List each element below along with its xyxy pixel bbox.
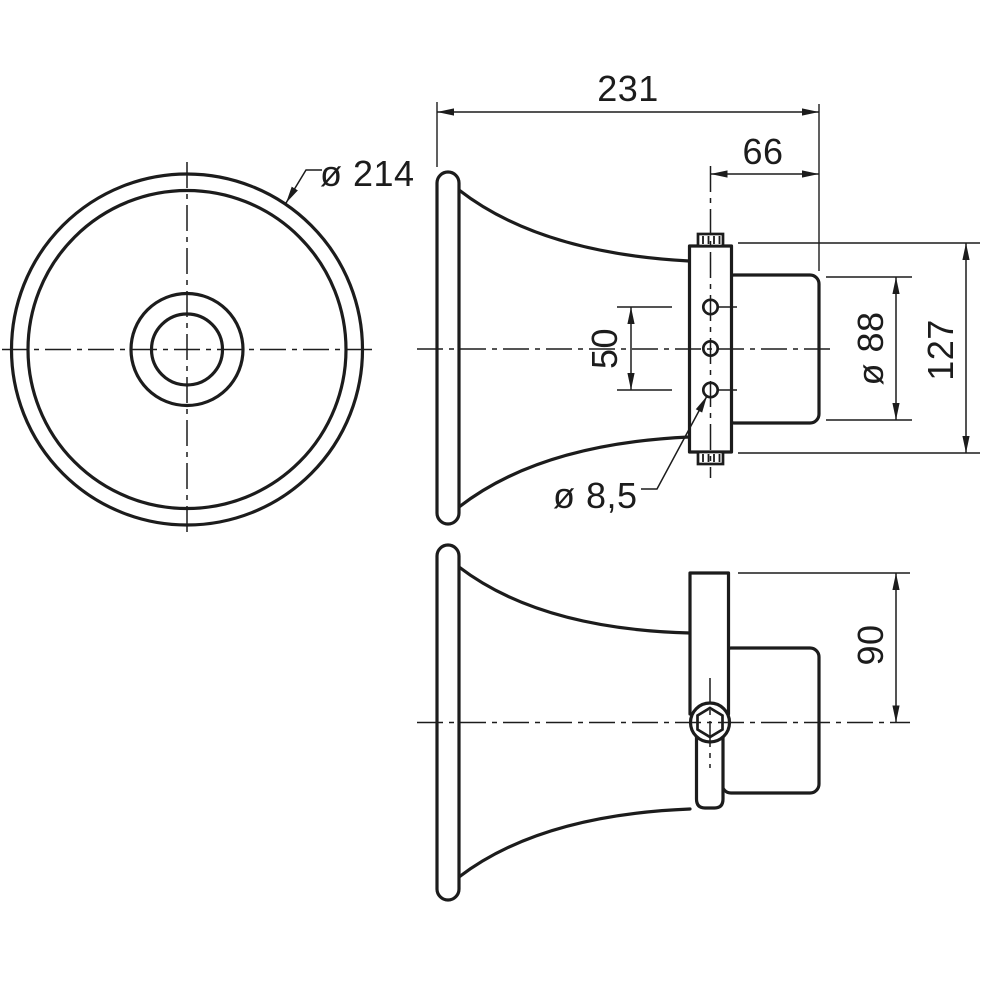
horn-bell-bottom-profile [457, 807, 692, 879]
leader-line [285, 169, 322, 204]
side-view-lower: 90 [417, 543, 910, 902]
dim-label-driver-diameter: ø 88 [850, 311, 891, 385]
dim-rear-offset-66: 66 [710, 131, 819, 178]
leader-line [641, 395, 708, 490]
dim-label-bracket-height: 90 [850, 624, 891, 665]
mounting-strap-upper [688, 571, 731, 716]
dim-hole-diameter-8-5: ø 8,5 [553, 395, 708, 516]
driver-housing [720, 646, 821, 795]
dim-hole-spacing-50: 50 [584, 306, 737, 391]
dim-bracket-height-90: 90 [738, 572, 910, 723]
extension-lines [617, 306, 737, 391]
dim-label-hole-spacing: 50 [584, 328, 625, 369]
front-view: ø 214 [2, 153, 415, 537]
dim-flare-diameter-214: ø 214 [285, 153, 415, 204]
dim-overall-length-231: 231 [436, 68, 820, 271]
dim-overall-height-127: 127 [738, 242, 980, 454]
dim-label-overall-height: 127 [920, 319, 961, 381]
horn-bell-bottom-profile [457, 435, 691, 509]
mounting-strap-lower [694, 731, 725, 810]
horn-rim [435, 170, 461, 526]
dim-label-rear-offset: 66 [742, 131, 783, 172]
dim-label-overall-length: 231 [597, 68, 659, 109]
dim-label-hole-diameter: ø 8,5 [553, 475, 638, 516]
extension-lines [738, 242, 980, 454]
side-view-upper: 231 66 50 ø 8,5 ø 88 127 [417, 68, 980, 526]
dim-driver-diameter-88: ø 88 [826, 276, 912, 421]
dim-label-flare-diameter: ø 214 [320, 153, 415, 194]
horn-bell-top-profile [457, 188, 691, 263]
horn-bell-top-profile [457, 565, 692, 635]
